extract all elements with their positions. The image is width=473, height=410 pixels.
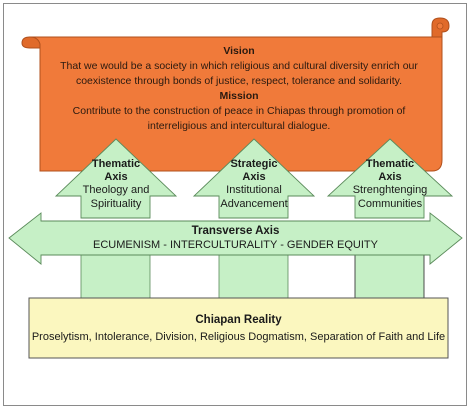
mission-text: Contribute to the construction of peace … [72,105,406,132]
axis-3-axis-word: Axis [378,171,402,183]
axis-2-axis-word: Axis [242,171,266,183]
axis-1-axis-word: Axis [104,171,128,183]
transverse-text: ECUMENISM - INTERCULTURALITY - GENDER EQ… [92,238,378,251]
reality-box [28,297,449,359]
axis-2-description: Institutional Advancement [220,184,288,210]
axis-label-2: Strategic Axis Institutional Advancement [204,158,304,211]
reality-text: Proselytism, Intolerance, Division, Reli… [31,330,446,343]
reality-title: Chiapan Reality [195,314,282,326]
vision-text: That we would be a society in which reli… [60,60,418,87]
axis-stem-1 [80,249,151,299]
axis-2-type: Strategic [230,158,278,170]
axis-arrow-2 [192,138,316,219]
axis-1-type: Thematic [91,158,141,170]
axis-label-3: Thematic Axis Strenghtenging Communities [340,158,440,211]
mission-title: Mission [219,90,259,102]
axis-label-1: Thematic Axis Theology and Spirituality [66,158,166,211]
axis-arrow-3 [326,138,454,219]
vision-mission-scroll [21,17,450,172]
scroll-left-curl [21,36,41,49]
axis-3-description: Strenghtenging Communities [352,184,428,210]
axis-stem-2 [218,249,289,299]
transverse-title: Transverse Axis [191,225,280,237]
axis-stem-3 [354,249,425,299]
vision-title: Vision [223,45,255,57]
transverse-label: Transverse Axis ECUMENISM - INTERCULTURA… [60,225,411,252]
vision-block: Vision That we would be a society in whi… [44,44,434,134]
reality-label: Chiapan Reality Proselytism, Intolerance… [31,314,446,344]
axis-3-type: Thematic [365,158,415,170]
axis-1-description: Theology and Spirituality [82,184,150,210]
axis-arrow-1 [54,138,178,219]
transverse-double-arrow [8,212,463,265]
diagram-frame [3,3,467,406]
